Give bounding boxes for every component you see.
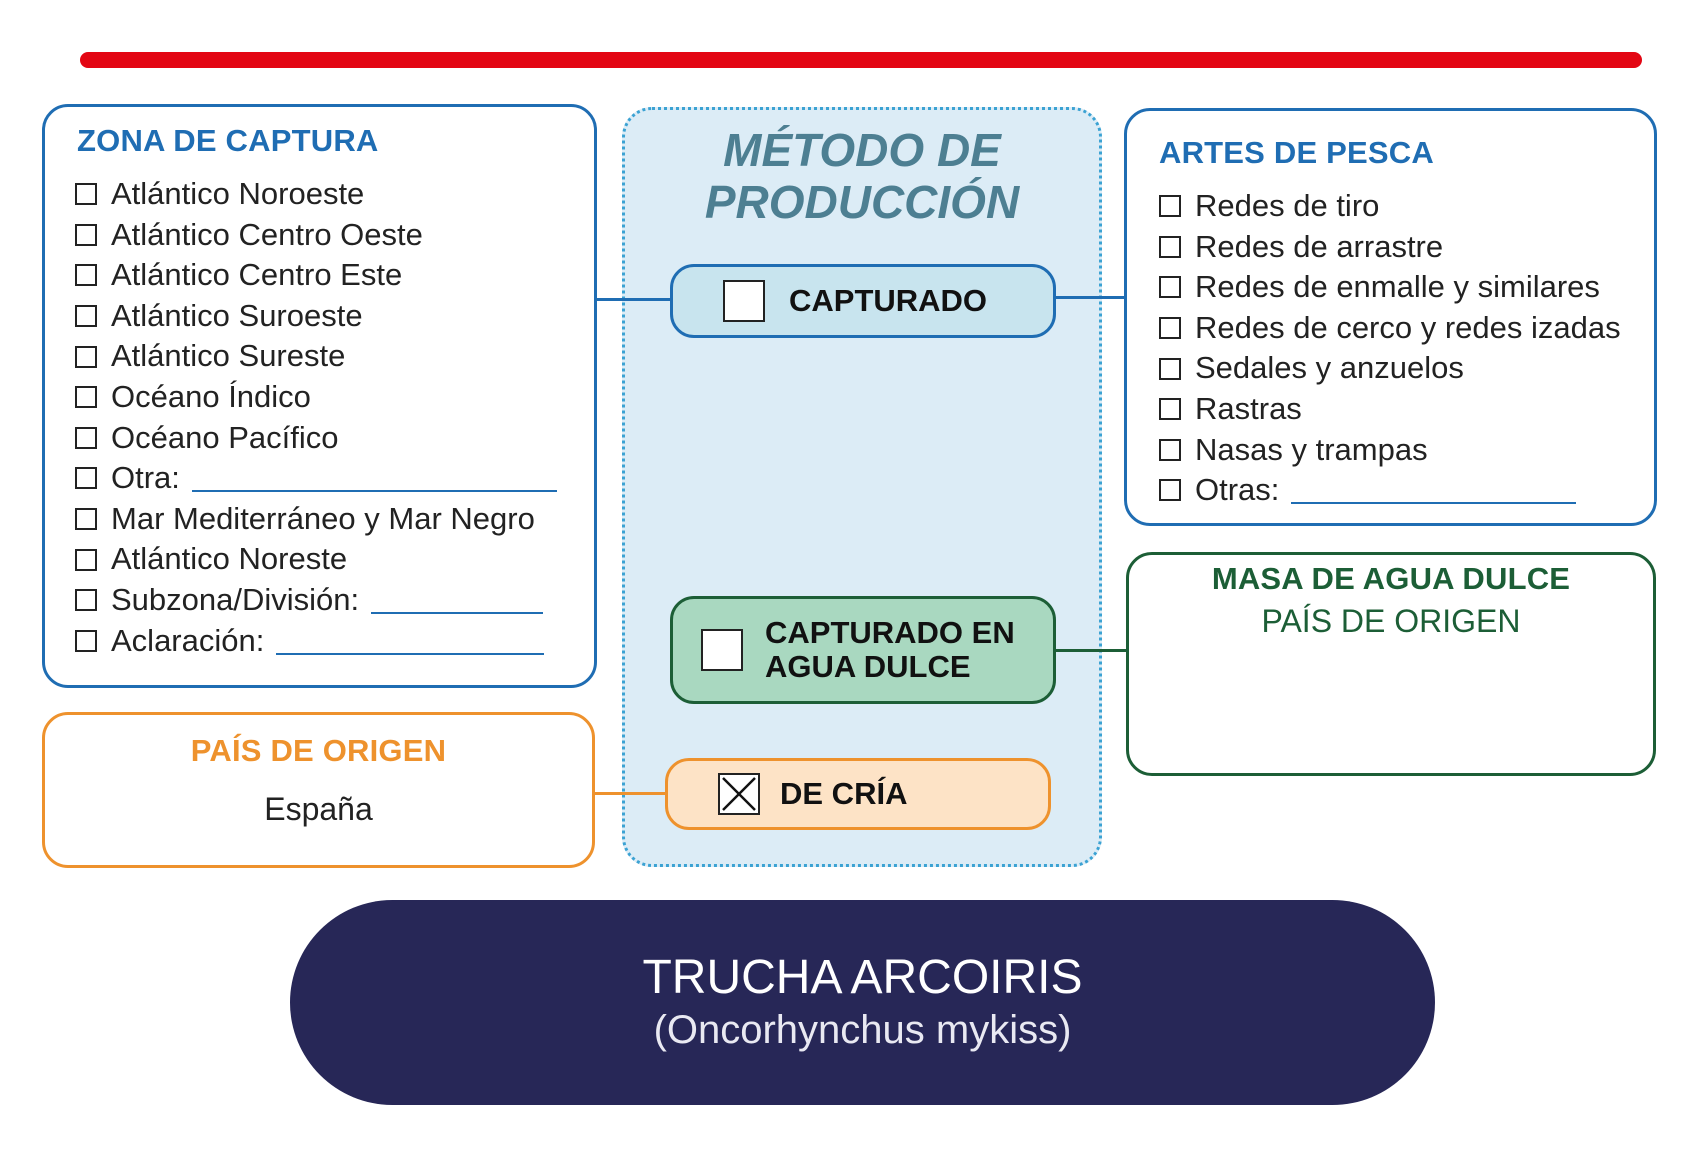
list-item[interactable]: Océano Índico (75, 377, 557, 418)
zona-captura-title: ZONA DE CAPTURA (77, 123, 379, 158)
connector-pais-cria (595, 792, 666, 795)
checkbox[interactable] (75, 223, 97, 246)
connector-capturado-artes (1056, 296, 1125, 299)
list-item[interactable]: Atlántico Noreste (75, 539, 557, 580)
list-item[interactable]: Redes de tiro (1159, 186, 1621, 227)
de-cria-option[interactable]: DE CRÍA (665, 758, 1051, 830)
checkbox[interactable] (75, 305, 97, 328)
species-banner: TRUCHA ARCOIRIS (Oncorhynchus mykiss) (290, 900, 1435, 1105)
subzona-input-line[interactable] (371, 586, 544, 615)
checkbox[interactable] (75, 183, 97, 206)
de-cria-checkbox-checked[interactable] (718, 773, 760, 815)
otra-input-line[interactable] (191, 464, 557, 493)
connector-zona-capturado (597, 298, 671, 301)
list-item[interactable]: Redes de arrastre (1159, 227, 1621, 268)
zona-captura-list: Atlántico Noroeste Atlántico Centro Oest… (75, 174, 557, 661)
species-name: TRUCHA ARCOIRIS (642, 950, 1083, 1004)
checkbox[interactable] (1159, 195, 1181, 218)
artes-pesca-panel: ARTES DE PESCA Redes de tiro Redes de ar… (1124, 108, 1657, 526)
agua-dulce-label: CAPTURADO EN AGUA DULCE (765, 615, 1015, 684)
checkbox[interactable] (75, 548, 97, 571)
list-item[interactable]: Otras: (1159, 470, 1621, 511)
aclaracion-input-line[interactable] (276, 627, 545, 655)
list-item[interactable]: Atlántico Sureste (75, 336, 557, 377)
pais-origen-panel: PAÍS DE ORIGEN España (42, 712, 595, 868)
checkbox[interactable] (1159, 398, 1181, 421)
checkbox[interactable] (75, 589, 97, 612)
masa-agua-dulce-panel: MASA DE AGUA DULCE PAÍS DE ORIGEN (1126, 552, 1656, 776)
zona-captura-panel: ZONA DE CAPTURA Atlántico Noroeste Atlán… (42, 104, 597, 688)
capturado-checkbox[interactable] (723, 280, 765, 322)
artes-pesca-list: Redes de tiro Redes de arrastre Redes de… (1159, 186, 1621, 511)
artes-pesca-title: ARTES DE PESCA (1159, 135, 1434, 170)
masa-pais-origen-label: PAÍS DE ORIGEN (1261, 603, 1521, 639)
checkbox[interactable] (1159, 276, 1181, 299)
checkbox[interactable] (75, 629, 97, 652)
de-cria-label: DE CRÍA (780, 776, 908, 811)
red-top-bar (80, 52, 1642, 68)
list-item[interactable]: Océano Pacífico (75, 418, 557, 459)
list-item[interactable]: Nasas y trampas (1159, 430, 1621, 471)
list-item[interactable]: Rastras (1159, 389, 1621, 430)
list-item[interactable]: Atlántico Noroeste (75, 174, 557, 215)
checkbox[interactable] (75, 426, 97, 449)
list-item[interactable]: Redes de enmalle y similares (1159, 267, 1621, 308)
metodo-produccion-panel (622, 107, 1102, 867)
list-item[interactable]: Atlántico Centro Este (75, 255, 557, 296)
masa-agua-dulce-title: MASA DE AGUA DULCE (1211, 561, 1571, 596)
metodo-produccion-title: MÉTODO DE PRODUCCIÓN (704, 124, 1020, 228)
checkbox[interactable] (75, 508, 97, 531)
capturado-option[interactable]: CAPTURADO (670, 264, 1056, 338)
species-scientific-name: (Oncorhynchus mykiss) (653, 1007, 1072, 1052)
list-item[interactable]: Atlántico Centro Oeste (75, 215, 557, 256)
checkbox[interactable] (1159, 357, 1181, 380)
checkbox[interactable] (75, 345, 97, 368)
checkbox[interactable] (75, 467, 97, 490)
checkbox[interactable] (75, 386, 97, 409)
list-item[interactable]: Otra: (75, 458, 557, 499)
capturado-label: CAPTURADO (789, 283, 988, 318)
list-item[interactable]: Mar Mediterráneo y Mar Negro (75, 499, 557, 540)
checkbox[interactable] (1159, 235, 1181, 258)
connector-agua-masa (1056, 649, 1127, 652)
checkbox[interactable] (1159, 438, 1181, 461)
otras-input-line[interactable] (1291, 476, 1577, 505)
list-item[interactable]: Aclaración: (75, 621, 557, 662)
checkbox[interactable] (1159, 479, 1181, 502)
check-x-icon (722, 777, 756, 811)
pais-origen-title: PAÍS DE ORIGEN (190, 733, 447, 768)
list-item[interactable]: Sedales y anzuelos (1159, 348, 1621, 389)
agua-dulce-checkbox[interactable] (701, 629, 743, 671)
list-item[interactable]: Redes de cerco y redes izadas (1159, 308, 1621, 349)
checkbox[interactable] (1159, 317, 1181, 340)
pais-origen-value: España (264, 791, 373, 827)
list-item[interactable]: Atlántico Suroeste (75, 296, 557, 337)
checkbox[interactable] (75, 264, 97, 287)
list-item[interactable]: Subzona/División: (75, 580, 557, 621)
capturado-agua-dulce-option[interactable]: CAPTURADO EN AGUA DULCE (670, 596, 1056, 704)
